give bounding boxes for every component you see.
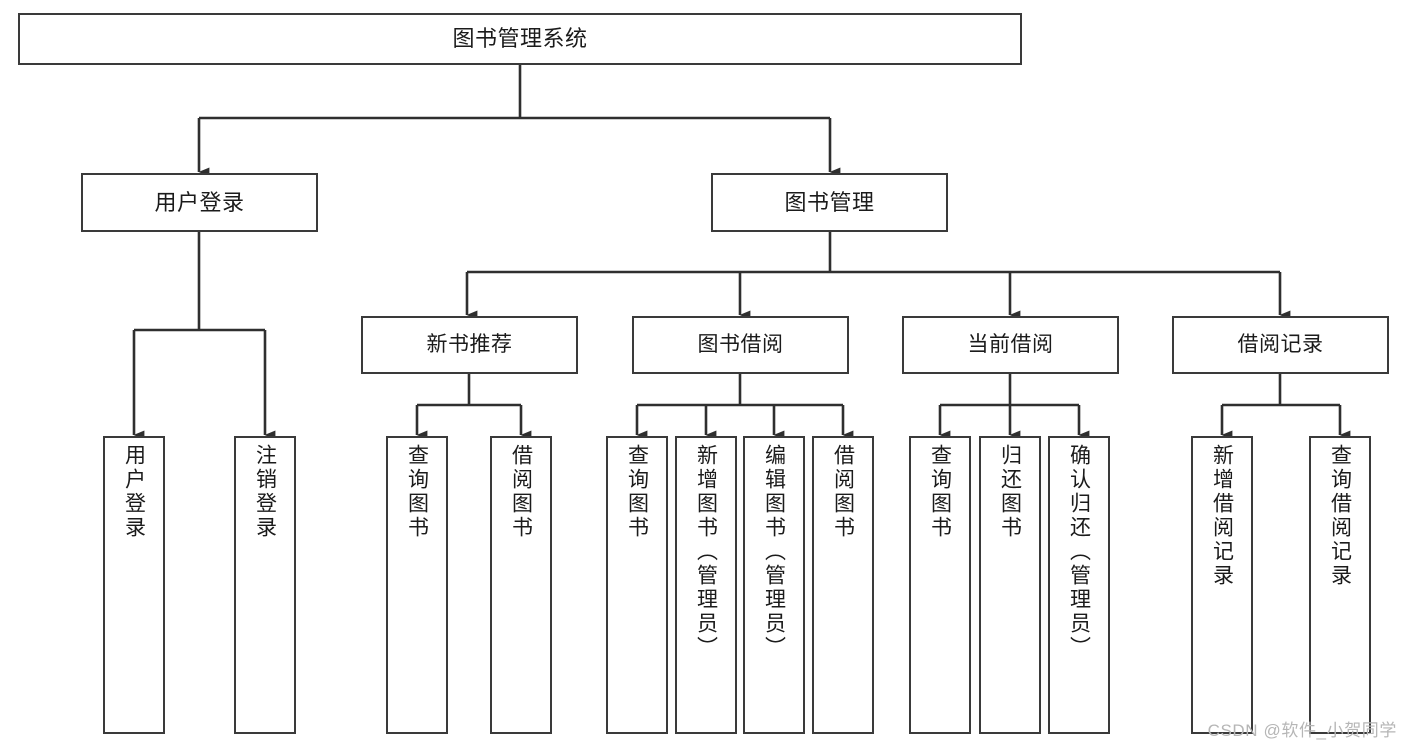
leaf-borrow-record-add[interactable]: 新增借阅记录 <box>1191 436 1253 734</box>
node-label: 新增图书（管理员） <box>694 444 718 660</box>
leaf-new-book-borrow[interactable]: 借阅图书 <box>490 436 552 734</box>
node-label: 图书管理 <box>784 189 875 215</box>
node-label: 编辑图书（管理员） <box>762 444 786 660</box>
leaf-book-borrow-add[interactable]: 新增图书（管理员） <box>675 436 737 734</box>
node-borrow-record[interactable]: 借阅记录 <box>1172 316 1389 374</box>
leaf-current-borrow-return[interactable]: 归还图书 <box>979 436 1041 734</box>
node-label: 查询借阅记录 <box>1328 444 1352 588</box>
node-label: 注销登录 <box>253 444 277 540</box>
node-label: 新书推荐 <box>426 332 513 356</box>
leaf-book-borrow-borrow[interactable]: 借阅图书 <box>812 436 874 734</box>
leaf-book-borrow-query[interactable]: 查询图书 <box>606 436 668 734</box>
node-book-management[interactable]: 图书管理 <box>711 173 948 232</box>
leaf-current-borrow-query[interactable]: 查询图书 <box>909 436 971 734</box>
leaf-user-login-login[interactable]: 用户登录 <box>103 436 165 734</box>
node-label: 用户登录 <box>154 189 245 215</box>
node-label: 借阅记录 <box>1237 332 1324 356</box>
node-label: 借阅图书 <box>509 444 533 540</box>
node-label: 归还图书 <box>998 444 1022 540</box>
node-label: 图书管理系统 <box>452 26 588 52</box>
node-label: 查询图书 <box>625 444 649 540</box>
node-label: 新增借阅记录 <box>1210 444 1234 588</box>
leaf-borrow-record-query[interactable]: 查询借阅记录 <box>1309 436 1371 734</box>
watermark-text: CSDN @软件_小贺同学 <box>1207 721 1397 740</box>
node-label: 查询图书 <box>405 444 429 540</box>
node-label: 图书借阅 <box>697 332 784 356</box>
node-label: 确认归还（管理员） <box>1067 444 1091 660</box>
node-label: 借阅图书 <box>831 444 855 540</box>
node-root-book-management-system[interactable]: 图书管理系统 <box>18 13 1022 65</box>
node-label: 当前借阅 <box>967 332 1054 356</box>
leaf-new-book-query[interactable]: 查询图书 <box>386 436 448 734</box>
leaf-user-login-logout[interactable]: 注销登录 <box>234 436 296 734</box>
node-label: 用户登录 <box>122 444 146 540</box>
node-new-book-recommend[interactable]: 新书推荐 <box>361 316 578 374</box>
leaf-current-borrow-confirm-return[interactable]: 确认归还（管理员） <box>1048 436 1110 734</box>
node-user-login[interactable]: 用户登录 <box>81 173 318 232</box>
leaf-book-borrow-edit[interactable]: 编辑图书（管理员） <box>743 436 805 734</box>
node-label: 查询图书 <box>928 444 952 540</box>
node-book-borrow[interactable]: 图书借阅 <box>632 316 849 374</box>
node-current-borrow[interactable]: 当前借阅 <box>902 316 1119 374</box>
